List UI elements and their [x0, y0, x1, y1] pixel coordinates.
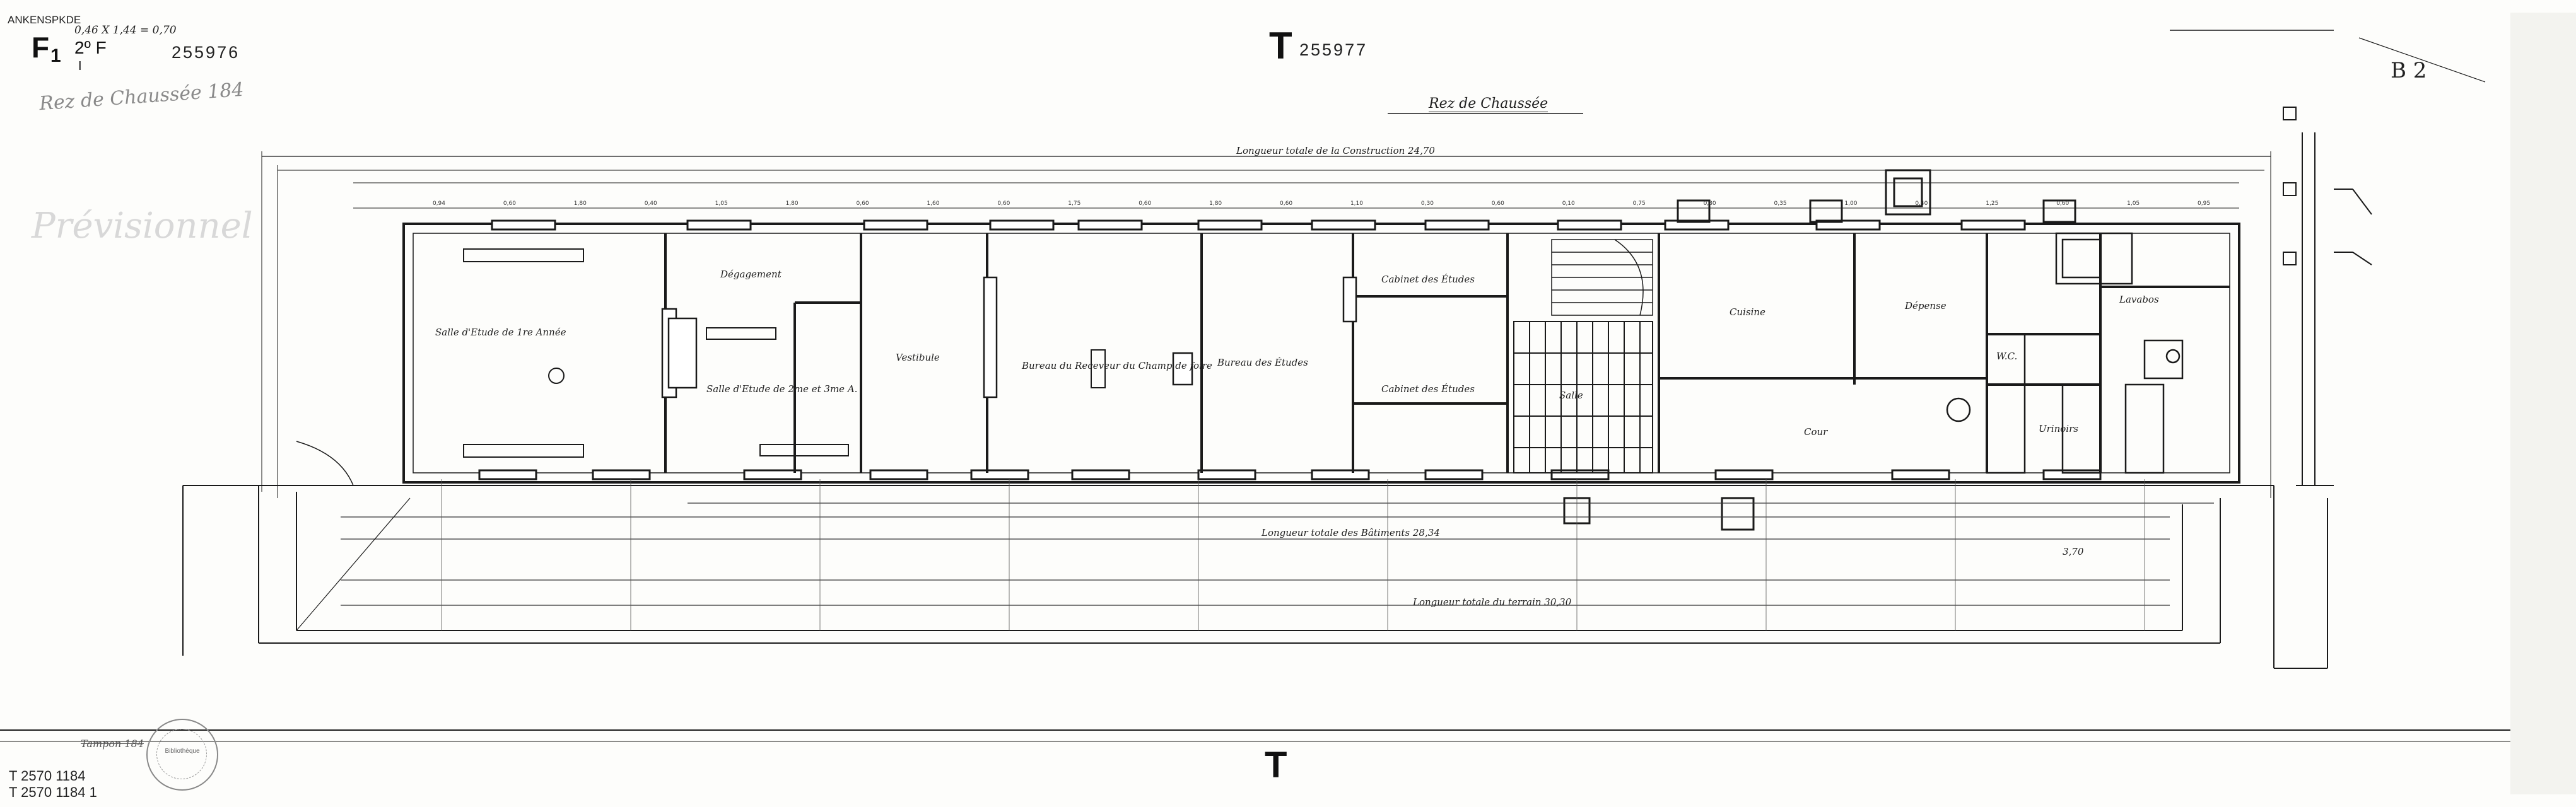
- room-label-salle: Salle: [1559, 390, 1583, 401]
- dimension-segment-label: 1,80: [574, 200, 587, 207]
- bottom-letter: T: [1265, 745, 1287, 786]
- room-label-degagement: Dégagement: [720, 269, 782, 280]
- dimension-segment-label: 1,75: [1068, 200, 1080, 207]
- catalogue-left: T 2570 1184: [9, 768, 86, 784]
- dimension-segment-label: 1,05: [2127, 200, 2140, 207]
- catalogue-sub: T 2570 1184 1: [9, 784, 97, 800]
- room-label-salle-1: Salle d'Etude de 1re Année: [435, 327, 566, 338]
- room-label-cabinet-2: Cabinet des Études: [1381, 383, 1475, 395]
- room-label-urinoirs: Urinoirs: [2039, 423, 2078, 434]
- dimension-segment-label: 1,00: [1844, 200, 1857, 207]
- top-right-mark: B 2: [2391, 58, 2427, 83]
- sheet-code-b-sub: I: [78, 59, 82, 73]
- room-label-salle-2: Salle d'Etude de 2me et 3me A.: [706, 383, 857, 395]
- dim-total-bottom: Longueur totale des Bâtiments 28,34: [1261, 527, 1440, 538]
- room-label-wc: W.C.: [1996, 351, 2017, 362]
- room-label-bureau-receveur: Bureau du Receveur du Champ de foire: [1021, 360, 1212, 371]
- dimension-segment-label: 0,60: [857, 200, 869, 207]
- ref-top-left: ANKENSPKDE: [8, 14, 81, 26]
- dimension-segment-label: 1,80: [1209, 200, 1222, 207]
- dimension-segment-label: 0,60: [2056, 200, 2069, 207]
- room-label-depense: Dépense: [1904, 300, 1947, 311]
- room-label-cour: Cour: [1804, 426, 1828, 438]
- dimension-segment-label: 0,60: [1139, 200, 1151, 207]
- room-label-cuisine: Cuisine: [1730, 306, 1765, 318]
- dimension-segment-label: 0,40: [645, 200, 657, 207]
- room-label-cabinet: Cabinet des Études: [1381, 274, 1475, 285]
- sheet-code: F: [32, 31, 50, 64]
- dimension-segment-label: 0,40: [1915, 200, 1928, 207]
- dimension-segment-label: 0,60: [1280, 200, 1292, 207]
- room-label-lavabos: Lavabos: [2119, 294, 2159, 305]
- dimension-segment-label: 1,80: [786, 200, 799, 207]
- dim-total-outer: Longueur totale du terrain 30,30: [1412, 596, 1572, 608]
- sheet-title: Rez de Chaussée: [1429, 96, 1549, 112]
- dimension-segment-labels: 0,94 0,60 1,80 0,40 1,05 1,80 0,60 1,60 0,60 1,75…: [433, 200, 2210, 207]
- dimension-segment-label: 0,30: [1421, 200, 1434, 207]
- library-seal-text: Bibliothèque: [165, 748, 200, 755]
- dimension-segment-label: 0,60: [1492, 200, 1504, 207]
- right-torn-edge: [2510, 13, 2576, 794]
- sheet-code-sub: 1: [50, 45, 61, 66]
- library-seal-inner: [156, 729, 207, 779]
- dimension-segment-label: 0,75: [1633, 200, 1646, 207]
- dimension-segment-label: 0,94: [433, 200, 445, 207]
- faint-note: Prévisionnel: [32, 206, 253, 247]
- sheet-code-b: 2º F: [74, 38, 107, 57]
- dimension-segment-label: 1,10: [1350, 200, 1363, 207]
- dimension-segment-label: 0,80: [1704, 200, 1716, 207]
- stamp-center-letter: T: [1269, 25, 1292, 67]
- dimension-segment-label: 1,25: [1986, 200, 1998, 207]
- number-left: 255976: [172, 43, 240, 62]
- dimension-segment-label: 0,60: [503, 200, 516, 207]
- number-center: 255977: [1299, 40, 1368, 59]
- handwritten-marks: Tampon 184: [81, 738, 144, 750]
- dimension-segment-label: 0,10: [1562, 200, 1575, 207]
- dim-bottom-right: 3,70: [2063, 546, 2084, 557]
- dim-total-top: Longueur totale de la Construction 24,70: [1236, 145, 1435, 156]
- dimension-segment-label: 0,35: [1774, 200, 1787, 207]
- room-label-vestibule: Vestibule: [896, 352, 940, 363]
- dimension-segment-label: 1,05: [715, 200, 728, 207]
- dimension-segment-label: 0,60: [997, 200, 1010, 207]
- dimension-segment-label: 0,95: [2198, 200, 2210, 207]
- dimension-segment-label: 1,60: [927, 200, 939, 207]
- scale-note: 0,46 X 1,44 = 0,70: [74, 24, 177, 37]
- room-label-bureau-etudes: Bureau des Études: [1217, 357, 1308, 368]
- library-seal: Bibliothèque: [146, 719, 218, 791]
